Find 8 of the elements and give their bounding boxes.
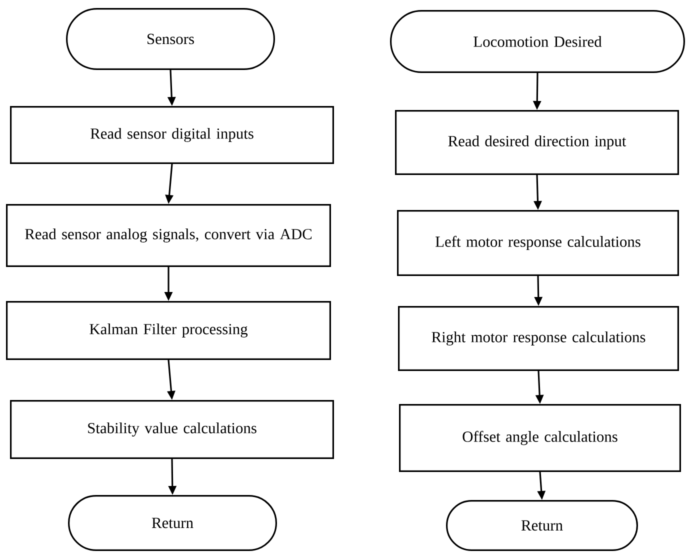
process-box: Read sensor digital inputs bbox=[10, 106, 334, 164]
process-box: Stability value calculations bbox=[10, 400, 334, 459]
process-box: Offset angle calculations bbox=[399, 404, 681, 472]
process-box: Read sensor analog signals, convert via ADC bbox=[6, 204, 331, 267]
process-box: Kalman Filter processing bbox=[6, 300, 331, 360]
process-box: Read desired direction input bbox=[395, 110, 679, 175]
process-box: Left motor response calculations bbox=[397, 210, 679, 276]
process-box: Right motor response calculations bbox=[398, 306, 679, 371]
